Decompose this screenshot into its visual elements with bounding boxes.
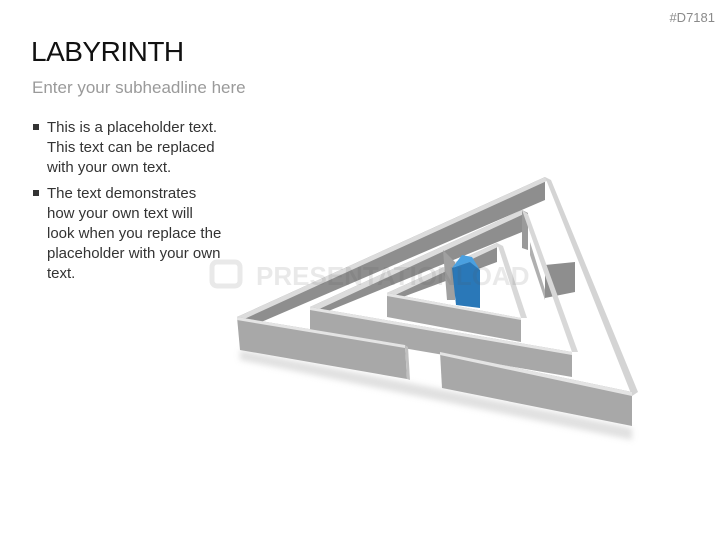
maze	[237, 177, 638, 440]
second-front-wall	[310, 307, 572, 377]
inner-front-wall	[387, 293, 521, 342]
watermark-logo-icon	[209, 259, 243, 289]
watermark-text: PRESENTATIONLOAD	[256, 261, 529, 291]
outer-right-wall	[545, 177, 638, 396]
outer-front-wall-left	[237, 317, 407, 379]
bullet-list: This is a placeholder text. This text ca…	[32, 118, 222, 290]
slide-title: LABYRINTH	[31, 36, 184, 67]
bullet-item: The text demonstrates how your own text …	[32, 184, 222, 284]
pillar	[452, 262, 480, 308]
outer-front-wall-right	[440, 352, 632, 426]
watermark: PRESENTATIONLOAD	[209, 259, 529, 291]
slide-subheadline: Enter your subheadline here	[32, 78, 246, 97]
slide-code: #D7181	[669, 10, 715, 25]
bullet-item: This is a placeholder text. This text ca…	[32, 118, 222, 178]
